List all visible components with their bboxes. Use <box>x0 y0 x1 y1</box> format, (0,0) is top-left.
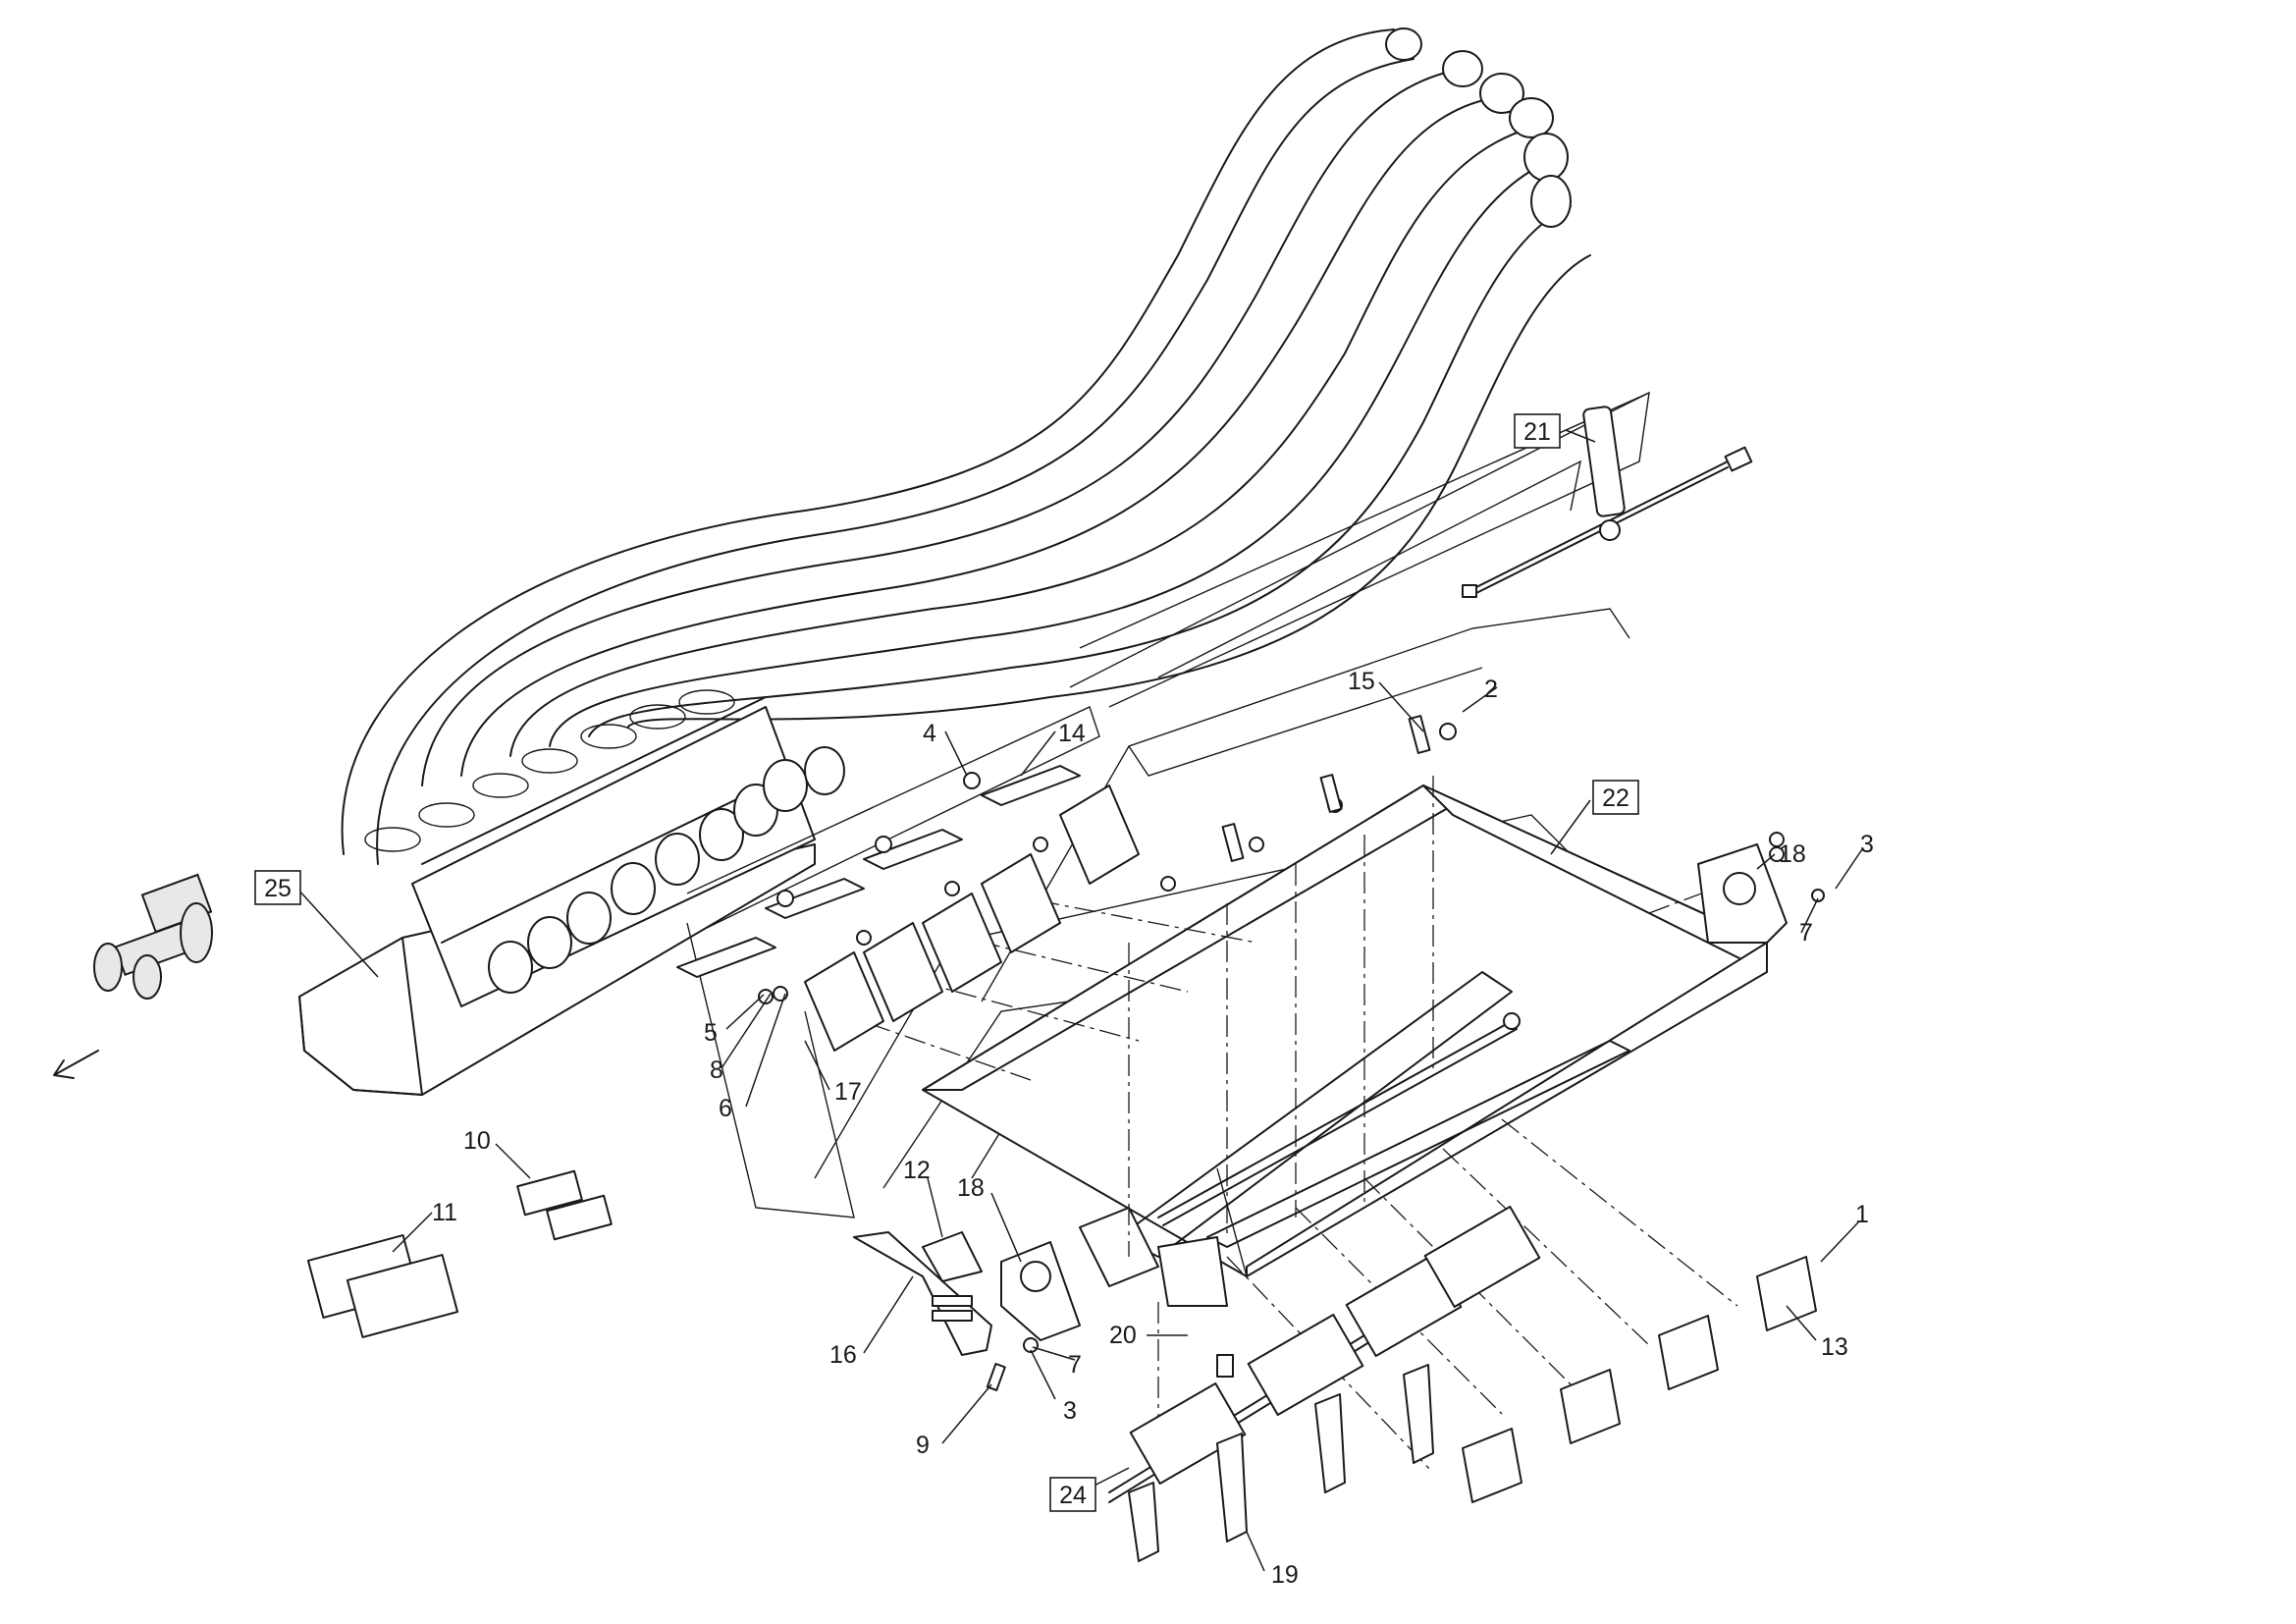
callout-leaders <box>296 429 1863 1572</box>
boxed-callout-24: 24 <box>1049 1477 1096 1512</box>
side-bracket-right <box>1697 832 1825 944</box>
svg-text:21: 21 <box>1523 418 1551 446</box>
gate-plates <box>804 785 1140 1052</box>
svg-text:24: 24 <box>1059 1482 1087 1509</box>
callout-8: 8 <box>710 1056 723 1084</box>
callout-1: 1 <box>1855 1201 1869 1228</box>
side-bracket-left <box>1000 1241 1081 1353</box>
boxed-callout-25: 25 <box>254 870 301 905</box>
callout-19: 19 <box>1271 1561 1299 1589</box>
adjustment-lever <box>853 1231 1006 1391</box>
callout-14: 14 <box>1058 720 1086 747</box>
slide-brackets <box>676 765 1081 978</box>
callout-4: 4 <box>923 720 936 747</box>
boxed-callout-22: 22 <box>1592 780 1639 815</box>
direction-arrow-icon <box>53 1050 99 1079</box>
boxed-callouts: 21 22 24 25 <box>254 413 1639 1512</box>
callout-16: 16 <box>829 1341 857 1369</box>
callout-20: 20 <box>1109 1322 1137 1349</box>
hose-bundle <box>341 27 1591 865</box>
metering-rollers <box>1108 1206 1541 1503</box>
tractor-direction-icon <box>93 873 213 1000</box>
svg-text:25: 25 <box>264 875 292 902</box>
callout-5: 5 <box>704 1019 718 1047</box>
callout-3-right: 3 <box>1860 831 1874 858</box>
callout-12: 12 <box>903 1157 931 1184</box>
callout-18-right: 18 <box>1779 840 1806 868</box>
callout-15: 15 <box>1348 668 1375 695</box>
callout-9: 9 <box>916 1432 930 1459</box>
small-hardware <box>758 715 1457 1004</box>
manifold-assembly <box>298 689 845 1096</box>
coulters <box>1128 1364 1434 1562</box>
callout-labels: 1 2 3 3 4 5 6 7 7 8 9 10 11 12 13 14 15 … <box>432 668 1874 1589</box>
boxed-callout-21: 21 <box>1514 413 1561 449</box>
callout-18-left: 18 <box>957 1174 985 1202</box>
hose-clamps <box>364 689 735 852</box>
agitator-shaft <box>1157 1012 1521 1226</box>
callout-13: 13 <box>1821 1333 1848 1361</box>
callout-3-left: 3 <box>1063 1397 1077 1425</box>
callout-7-right: 7 <box>1799 919 1813 947</box>
cable-assembly <box>1462 406 1753 598</box>
main-trough <box>922 785 1768 1307</box>
callout-11: 11 <box>432 1199 457 1226</box>
roller-covers <box>1462 1256 1817 1503</box>
callout-7-left: 7 <box>1068 1351 1082 1379</box>
callout-17: 17 <box>834 1078 862 1106</box>
shims <box>306 1169 613 1338</box>
callout-2: 2 <box>1484 676 1498 703</box>
callout-10: 10 <box>463 1127 491 1155</box>
svg-text:22: 22 <box>1602 785 1629 812</box>
manifold-outlets <box>488 746 845 994</box>
callout-6: 6 <box>719 1095 732 1122</box>
